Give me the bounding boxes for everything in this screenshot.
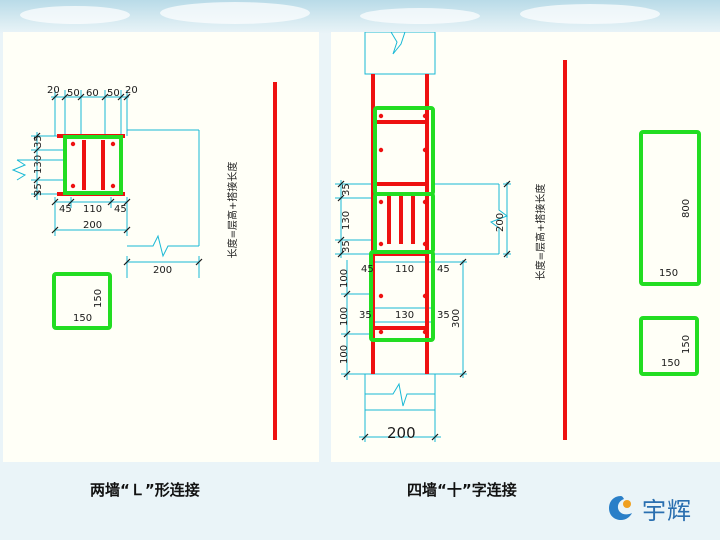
cross-connection-drawing: 35 130 35 45 110 45 100 100 100 35 130 3… <box>335 32 701 442</box>
dim-inner-1: 35 <box>359 310 372 321</box>
post-small-dim-2: 150 <box>681 335 692 354</box>
dim-bottom-1: 45 <box>59 204 72 215</box>
post-large-dim-2: 150 <box>659 268 678 279</box>
wall-outlines <box>335 32 511 442</box>
dim-lower-2: 100 <box>339 307 350 326</box>
dim-lower-3: 100 <box>339 345 350 364</box>
brand-logo: 宇辉 <box>606 488 716 528</box>
post-section <box>52 272 112 330</box>
dim-lower-1: 100 <box>339 269 350 288</box>
dim-right-1: 200 <box>495 213 506 232</box>
cloud-decoration <box>360 8 480 24</box>
dim-side-3: 35 <box>33 183 44 196</box>
post-dim-1: 150 <box>73 313 92 324</box>
dim-side-1: 35 <box>33 135 44 148</box>
stirrup-frames <box>369 106 435 342</box>
dim-top-2: 50 <box>67 88 80 99</box>
dim-right-2: 300 <box>451 309 462 328</box>
post-dim-2: 150 <box>93 289 104 308</box>
dim-top-1: 20 <box>47 85 60 96</box>
l-connection-drawing: 20 50 60 50 20 35 130 35 45 110 45 200 2… <box>11 82 277 440</box>
dim-bottom-width: 200 <box>387 424 416 442</box>
dim-upper-2: 130 <box>341 211 352 230</box>
logo-text: 宇辉 <box>642 496 692 525</box>
dim-wall-width: 200 <box>153 265 172 276</box>
dim-top-5: 20 <box>125 85 138 96</box>
dim-total-width: 200 <box>83 220 102 231</box>
column-section <box>57 134 125 196</box>
rebar-dots <box>378 113 428 335</box>
dim-inner-3: 35 <box>437 310 450 321</box>
length-note: 长度=层高+搭接长度 <box>534 184 547 281</box>
dim-inner-2: 130 <box>395 310 414 321</box>
post-small <box>639 316 699 376</box>
dimension-ticks <box>337 180 511 441</box>
post-large-dim-1: 800 <box>681 199 692 218</box>
dim-middle-1: 45 <box>361 264 374 275</box>
dim-top-4: 50 <box>107 88 120 99</box>
dim-bottom-2: 110 <box>83 204 102 215</box>
dim-top-3: 60 <box>86 88 99 99</box>
yuhui-logo-icon <box>609 496 632 520</box>
sky-background <box>0 0 720 34</box>
stirrup-frame <box>63 135 123 195</box>
l-connection-panel: 20 50 60 50 20 35 130 35 45 110 45 200 2… <box>3 32 319 462</box>
length-note: 长度=层高+搭接长度 <box>226 162 239 259</box>
dimension-ticks <box>33 93 203 266</box>
dim-bottom-3: 45 <box>114 204 127 215</box>
caption-l-connection: 两墙“Ｌ”形连接 <box>90 481 200 499</box>
vertical-rebars <box>371 74 429 374</box>
dim-side-2: 130 <box>33 155 44 174</box>
cloud-decoration <box>520 4 660 24</box>
dim-upper-1: 35 <box>341 183 352 196</box>
post-large <box>639 130 701 286</box>
dim-middle-2: 110 <box>395 264 414 275</box>
cloud-decoration <box>160 2 310 24</box>
caption-cross-connection: 四墙“十”字连接 <box>407 481 517 499</box>
dim-middle-3: 45 <box>437 264 450 275</box>
dim-upper-3: 35 <box>341 240 352 253</box>
cross-connection-panel: 35 130 35 45 110 45 100 100 100 35 130 3… <box>331 32 720 462</box>
post-small-dim-1: 150 <box>661 358 680 369</box>
cloud-decoration <box>20 6 130 24</box>
